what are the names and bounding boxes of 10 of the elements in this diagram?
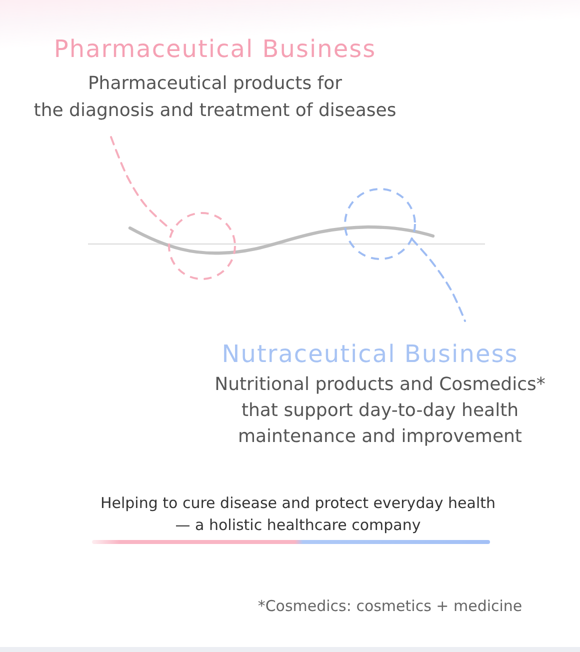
heading: Nutraceutical Business <box>222 339 518 369</box>
description: Pharmaceutical products for the diagnosis and treatment of diseases <box>34 72 396 123</box>
circle-outline <box>343 187 417 261</box>
dashed-connector <box>410 238 466 322</box>
footnote: *Cosmedics: cosmetics + medicine <box>258 596 522 617</box>
tagline: Helping to cure disease and protect everyday health — a holistic healthcare company <box>100 493 496 536</box>
dashed-connector <box>110 136 174 232</box>
description: Nutritional products and Cosmedics* that support day-to-day health maintenance and improvement <box>214 373 546 449</box>
circle-outline <box>167 211 237 281</box>
heading: Pharmaceutical Business <box>54 34 376 64</box>
